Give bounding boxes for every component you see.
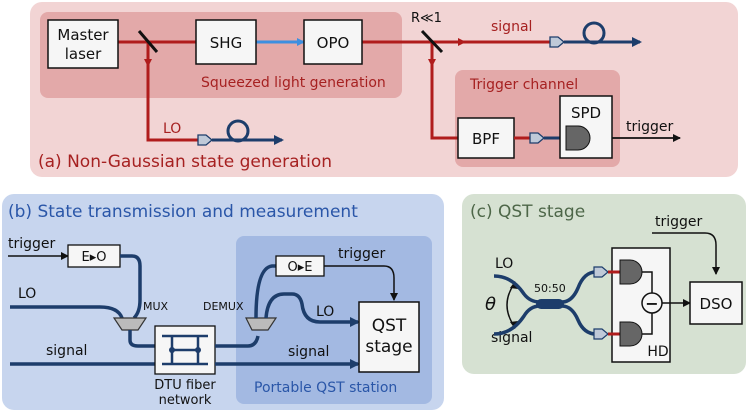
demux-label: DEMUX xyxy=(203,300,244,313)
trigger-beam xyxy=(430,42,458,140)
beam-splitter-2 xyxy=(420,29,444,54)
dso-label: DSO xyxy=(700,295,733,313)
spd-fiber-coupler xyxy=(529,132,546,144)
demux-trigger-fiber xyxy=(254,264,276,319)
mux-out-fiber xyxy=(128,330,158,348)
opo-box xyxy=(303,19,363,65)
photodiode-top-icon xyxy=(619,259,643,285)
bpf-box xyxy=(457,117,515,159)
panel-c-trigger-label: trigger xyxy=(655,214,703,230)
master-laser-box xyxy=(47,19,119,69)
panel-b: (b) State transmission and measurement t… xyxy=(2,194,444,410)
qst-trigger-line xyxy=(324,265,398,301)
beam-splitter-1 xyxy=(137,30,159,53)
coupler-icon xyxy=(536,299,564,309)
shg-box xyxy=(195,19,257,65)
panel-c-signal-fiber xyxy=(493,304,541,336)
signal-out-label: signal xyxy=(288,344,329,360)
trigger-fiber xyxy=(120,254,142,320)
trigger-out-label: trigger xyxy=(626,119,674,135)
squeezed-label: Squeezed light generation xyxy=(201,75,386,91)
splitter-out-top xyxy=(561,270,597,304)
lo-in-fiber xyxy=(10,305,124,319)
panel-b-title: (b) State transmission and measurement xyxy=(8,202,358,222)
demux-in-fiber xyxy=(215,335,260,348)
panel-c: (c) QST stage trigger LO signal θ 50:50 … xyxy=(462,194,746,374)
ratio-label: R≪1 xyxy=(411,11,442,26)
hd-label: HD xyxy=(647,344,668,360)
master-laser-label-2: laser xyxy=(65,45,102,63)
splitter-out-bottom xyxy=(561,304,597,336)
lo-out-label: LO xyxy=(316,304,334,320)
dtu-node-2 xyxy=(195,347,201,353)
subtractor-label: − xyxy=(645,294,658,313)
lo-label: LO xyxy=(163,121,181,137)
qst-label-1: QST xyxy=(372,316,407,336)
oe-label: O▸E xyxy=(288,260,313,275)
bpf-label: BPF xyxy=(472,130,500,148)
lo-fiber-coupler xyxy=(197,134,214,146)
lo-in-label: LO xyxy=(18,286,36,302)
signal-in-label: signal xyxy=(46,343,87,359)
qst-stage-box xyxy=(358,301,420,373)
theta-label: θ xyxy=(485,294,496,315)
dso-box xyxy=(689,281,743,325)
master-laser-label-1: Master xyxy=(57,26,109,44)
hd-wires xyxy=(642,271,653,335)
dtu-node-1 xyxy=(169,347,175,353)
mux-label: MUX xyxy=(143,300,169,313)
hd-bottom-coupler xyxy=(593,328,609,340)
signal-label: signal xyxy=(491,19,532,35)
panel-c-background xyxy=(462,194,746,374)
panel-c-lo-fiber xyxy=(493,274,541,304)
panel-c-lo-label: LO xyxy=(495,256,513,272)
photodiode-bottom-icon xyxy=(619,321,643,347)
eo-label: E▸O xyxy=(82,250,107,265)
mux-icon xyxy=(112,317,148,331)
panel-c-trigger-line xyxy=(652,232,720,275)
panel-c-title: (c) QST stage xyxy=(470,202,585,222)
spd-detector-icon xyxy=(565,125,591,151)
qst-label-2: stage xyxy=(365,337,412,357)
panel-a-title: (a) Non-Gaussian state generation xyxy=(38,152,332,172)
dtu-label-2: network xyxy=(159,393,212,408)
signal-fiber-coupler xyxy=(549,36,566,48)
trigger-channel-label: Trigger channel xyxy=(469,77,578,93)
shg-label: SHG xyxy=(210,34,242,52)
opo-label: OPO xyxy=(317,34,350,52)
portable-label: Portable QST station xyxy=(254,380,397,396)
demux-lo-fiber xyxy=(264,292,360,327)
spd-label: SPD xyxy=(571,104,601,122)
trigger-in-label: trigger xyxy=(8,236,56,252)
lo-beam xyxy=(146,42,198,142)
trigger-out-label-b: trigger xyxy=(338,246,386,262)
panel-a: Master laser SHG OPO Squeezed light gene… xyxy=(30,2,738,177)
dtu-label-1: DTU fiber xyxy=(154,378,216,393)
hd-top-coupler xyxy=(593,266,609,278)
splitter-label: 50:50 xyxy=(534,282,566,295)
